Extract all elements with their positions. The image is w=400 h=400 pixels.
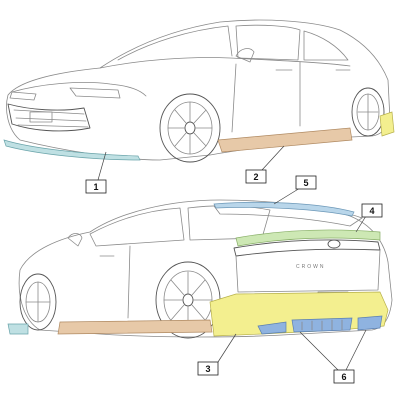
callout-1: 1 — [85, 151, 107, 194]
front-wheel-bottom — [19, 273, 57, 331]
rear-side-window — [303, 30, 349, 61]
side-mirror-rear-view — [67, 233, 83, 247]
rear-emblem — [327, 239, 341, 249]
rear-door-window — [89, 207, 185, 247]
diffuser-fins — [301, 319, 343, 331]
front-side-window — [235, 24, 301, 61]
front-lip-corner-rear-view — [7, 323, 29, 335]
side-skirt-rear-view — [57, 319, 213, 335]
front-wheel-top — [159, 93, 221, 163]
callout-4: 4 — [355, 203, 383, 233]
side-mirror — [235, 48, 255, 63]
callout-label-4: 4 — [369, 206, 374, 216]
callout-label-1: 1 — [93, 182, 98, 192]
callout-3: 3 — [197, 333, 237, 376]
side-skirt-front-view — [217, 127, 353, 153]
rear-diffuser-right — [357, 315, 383, 331]
front-car-beltline — [99, 57, 351, 69]
rear-diffuser-left — [257, 321, 287, 335]
door-line-rear-view — [127, 245, 131, 319]
callout-label-3: 3 — [205, 364, 210, 374]
grille-mesh — [13, 109, 89, 128]
headlight-right — [69, 87, 121, 99]
callout-label-5: 5 — [303, 178, 308, 188]
callout-label-2: 2 — [253, 172, 258, 182]
trunk-lid — [235, 249, 381, 293]
callout-label-6: 6 — [341, 372, 346, 382]
windshield — [117, 25, 233, 61]
rear-bumper-corner-top — [379, 111, 395, 137]
front-view-car — [3, 19, 395, 163]
callout-6: 6 — [299, 329, 367, 384]
crown-badge: CROWN — [296, 264, 325, 270]
callout-2: 2 — [245, 145, 285, 184]
hood-line — [11, 82, 147, 97]
front-grille — [7, 103, 91, 132]
door-lines — [231, 61, 301, 133]
roof-spoiler — [213, 201, 355, 217]
headlight-left — [9, 91, 37, 101]
callout-5: 5 — [273, 175, 317, 205]
front-lip-spoiler — [3, 139, 141, 161]
rear-view-car: CROWN — [7, 199, 393, 339]
rear-wheel-top — [351, 87, 385, 137]
trunk-spoiler — [235, 229, 381, 247]
front-plate — [29, 111, 53, 123]
